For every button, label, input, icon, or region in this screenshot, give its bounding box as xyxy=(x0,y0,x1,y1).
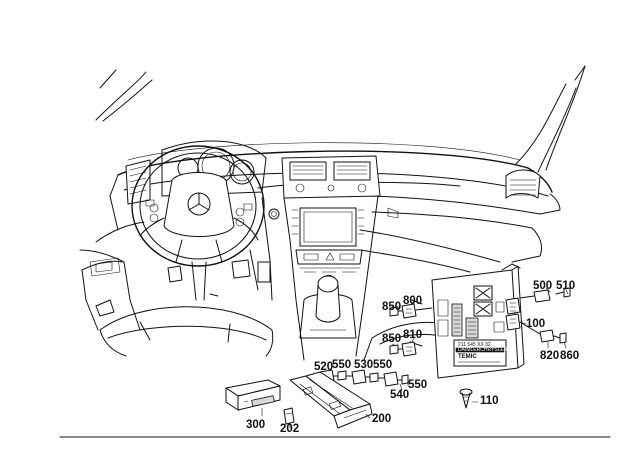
callout-540: 540 xyxy=(390,389,409,401)
control-module-inset: 211 545 XX 32 DAIMLERCHRYSLER TEMIC xyxy=(409,263,525,379)
connector-800 xyxy=(389,303,433,319)
driver-seat xyxy=(99,306,274,357)
callout-500: 500 xyxy=(533,280,552,292)
callout-202: 202 xyxy=(280,423,299,435)
center-console xyxy=(283,195,379,361)
steering-wheel-left-buttons xyxy=(145,199,159,223)
module-part-number: 211 545 XX 32 xyxy=(458,342,491,348)
callout-550-a: 550 xyxy=(332,359,351,371)
pedals xyxy=(167,259,271,297)
module-maker-label: DAIMLERCHRYSLER xyxy=(458,347,508,353)
module-brand-label: TEMIC xyxy=(458,354,477,360)
plug-860 xyxy=(553,332,567,344)
callout-labels: 500 510 100 820 860 850 800 850 810 520 … xyxy=(246,280,579,435)
right-air-vent xyxy=(505,169,541,199)
callout-200: 200 xyxy=(372,413,391,425)
callout-820: 820 xyxy=(540,350,559,362)
callout-300: 300 xyxy=(246,419,265,431)
callout-860: 860 xyxy=(560,350,579,362)
callout-530: 530 xyxy=(354,359,373,371)
dashboard-panel xyxy=(79,150,561,331)
connector-500 xyxy=(505,289,551,315)
callout-800: 800 xyxy=(403,295,422,307)
callout-550-c: 550 xyxy=(408,379,427,391)
connector-810 xyxy=(389,341,417,357)
callout-100: 100 xyxy=(526,318,545,330)
callout-850-top: 850 xyxy=(382,301,401,313)
steering-wheel-right-buttons xyxy=(235,203,253,227)
gear-selector xyxy=(299,275,357,339)
connector-820 xyxy=(505,313,555,343)
screw-110 xyxy=(459,388,473,409)
center-air-vents xyxy=(281,155,381,199)
module-300 xyxy=(225,379,281,411)
callout-810: 810 xyxy=(403,329,422,341)
clip-202 xyxy=(283,407,295,425)
steering-wheel xyxy=(131,145,265,301)
windshield-frame xyxy=(95,65,586,173)
leader-lines xyxy=(261,287,569,429)
callout-520: 520 xyxy=(314,361,333,373)
callout-550-b: 550 xyxy=(373,359,392,371)
ignition-lock xyxy=(268,208,280,220)
callout-510: 510 xyxy=(556,280,575,292)
callout-110: 110 xyxy=(480,395,499,407)
bracket-200 xyxy=(289,371,373,429)
callout-850-bottom: 850 xyxy=(382,333,401,345)
